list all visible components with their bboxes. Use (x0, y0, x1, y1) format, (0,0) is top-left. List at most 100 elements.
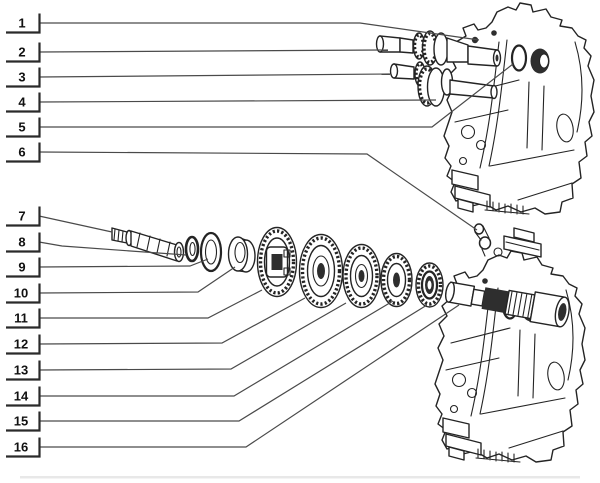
upper-gearbox-housing (442, 1, 596, 216)
stub-center-hole (495, 54, 499, 62)
callout-bracket (6, 386, 41, 407)
race-bore (234, 241, 246, 264)
shaft-end-cap (375, 35, 385, 53)
lower-assembly (433, 223, 587, 464)
callout-1: 1 (6, 13, 480, 41)
shaft-bore (558, 303, 567, 321)
shift-link-part (473, 223, 542, 258)
input-shaft-lower (389, 61, 498, 107)
spline-lines (136, 232, 171, 257)
washer-outer (199, 231, 223, 273)
callout-2: 2 (6, 42, 389, 63)
callout-number: 6 (18, 145, 25, 160)
callout-leader-line (38, 241, 187, 256)
gear-teeth (416, 264, 443, 306)
link-ring-bottom (478, 236, 492, 250)
ring-outer (184, 235, 200, 263)
upper-assembly (375, 1, 596, 216)
part-9-washer (199, 231, 223, 273)
gear-bore (393, 272, 400, 288)
callout-bracket (6, 13, 41, 34)
callout-bracket (6, 257, 41, 278)
shaft-stub (467, 45, 498, 67)
callout-number: 14 (14, 389, 29, 404)
part-15-ring-gear (415, 262, 444, 308)
callout-leader-line (39, 300, 394, 397)
callout-leader-line (39, 304, 428, 422)
callout-leader-line (38, 266, 236, 294)
callout-15: 15 (6, 304, 428, 432)
callout-bracket (6, 67, 41, 88)
part-8-seal-ring (184, 235, 200, 263)
callout-leader-line (38, 151, 478, 231)
callout-bracket (6, 411, 41, 432)
callout-leader-line (39, 304, 460, 448)
gear-hub (354, 263, 369, 289)
stub-face (490, 84, 498, 100)
part-13-gear (342, 243, 381, 309)
callout-leader-line (39, 289, 263, 319)
callout-bracket (6, 117, 41, 138)
callout-number: 8 (18, 235, 25, 250)
gear-teeth (381, 254, 412, 306)
callout-leader-line (38, 297, 306, 345)
part-11-synchro-hub (256, 226, 298, 298)
input-shaft-upper (375, 30, 502, 67)
thread-ticks (113, 228, 124, 243)
callout-4: 4 (6, 92, 437, 113)
callout-number: 3 (18, 70, 25, 85)
callout-10: 10 (6, 266, 236, 304)
callout-leader-line (38, 49, 389, 53)
callout-bracket (6, 308, 41, 329)
callout-leader-line (38, 215, 113, 233)
callout-number: 5 (18, 120, 25, 135)
callout-bracket (6, 232, 41, 253)
callout-leader-line (38, 99, 437, 103)
callout-16: 16 (6, 304, 460, 458)
callout-bracket (6, 334, 41, 355)
spline-body (130, 230, 178, 262)
callout-number: 7 (18, 209, 25, 224)
callout-bracket (6, 360, 41, 381)
shaft-end-cap (389, 63, 399, 79)
callout-leader-line (38, 258, 209, 268)
gear-hub (312, 255, 330, 287)
callout-number: 15 (14, 414, 28, 429)
race-front (227, 236, 249, 272)
shaft-step (399, 37, 414, 54)
callout-bracket (6, 142, 41, 163)
part-7-splined-shaft (111, 227, 185, 263)
callout-9: 9 (6, 257, 209, 278)
callout-bracket (6, 283, 41, 304)
gear-center (427, 280, 432, 290)
washer-inner (204, 239, 218, 265)
callout-8: 8 (6, 232, 187, 256)
gear-bore (358, 270, 365, 282)
detent-block-line (505, 241, 540, 251)
scan-artifact (20, 476, 580, 479)
spring-end (493, 247, 503, 257)
callout-leader-line (39, 63, 514, 128)
callout-14: 14 (6, 300, 394, 407)
callout-leader-line (38, 302, 347, 371)
shaft-end-flange-inner (176, 246, 182, 258)
callout-12: 12 (6, 297, 306, 355)
callout-number: 1 (18, 16, 25, 31)
callout-7: 7 (6, 206, 113, 233)
callout-number: 16 (14, 440, 28, 455)
gear-large (433, 32, 449, 66)
callout-bracket (6, 42, 41, 63)
callout-number: 11 (14, 311, 28, 326)
callout-number: 13 (14, 363, 28, 378)
part-14-gear (380, 252, 413, 308)
callout-13: 13 (6, 302, 347, 381)
callout-bracket (6, 206, 41, 227)
callout-leader-line (38, 73, 391, 78)
callout-number: 12 (14, 337, 28, 352)
callout-11: 11 (6, 289, 263, 329)
callout-number: 9 (18, 260, 25, 275)
callout-bracket (6, 92, 41, 113)
spline-ticks (507, 291, 533, 318)
